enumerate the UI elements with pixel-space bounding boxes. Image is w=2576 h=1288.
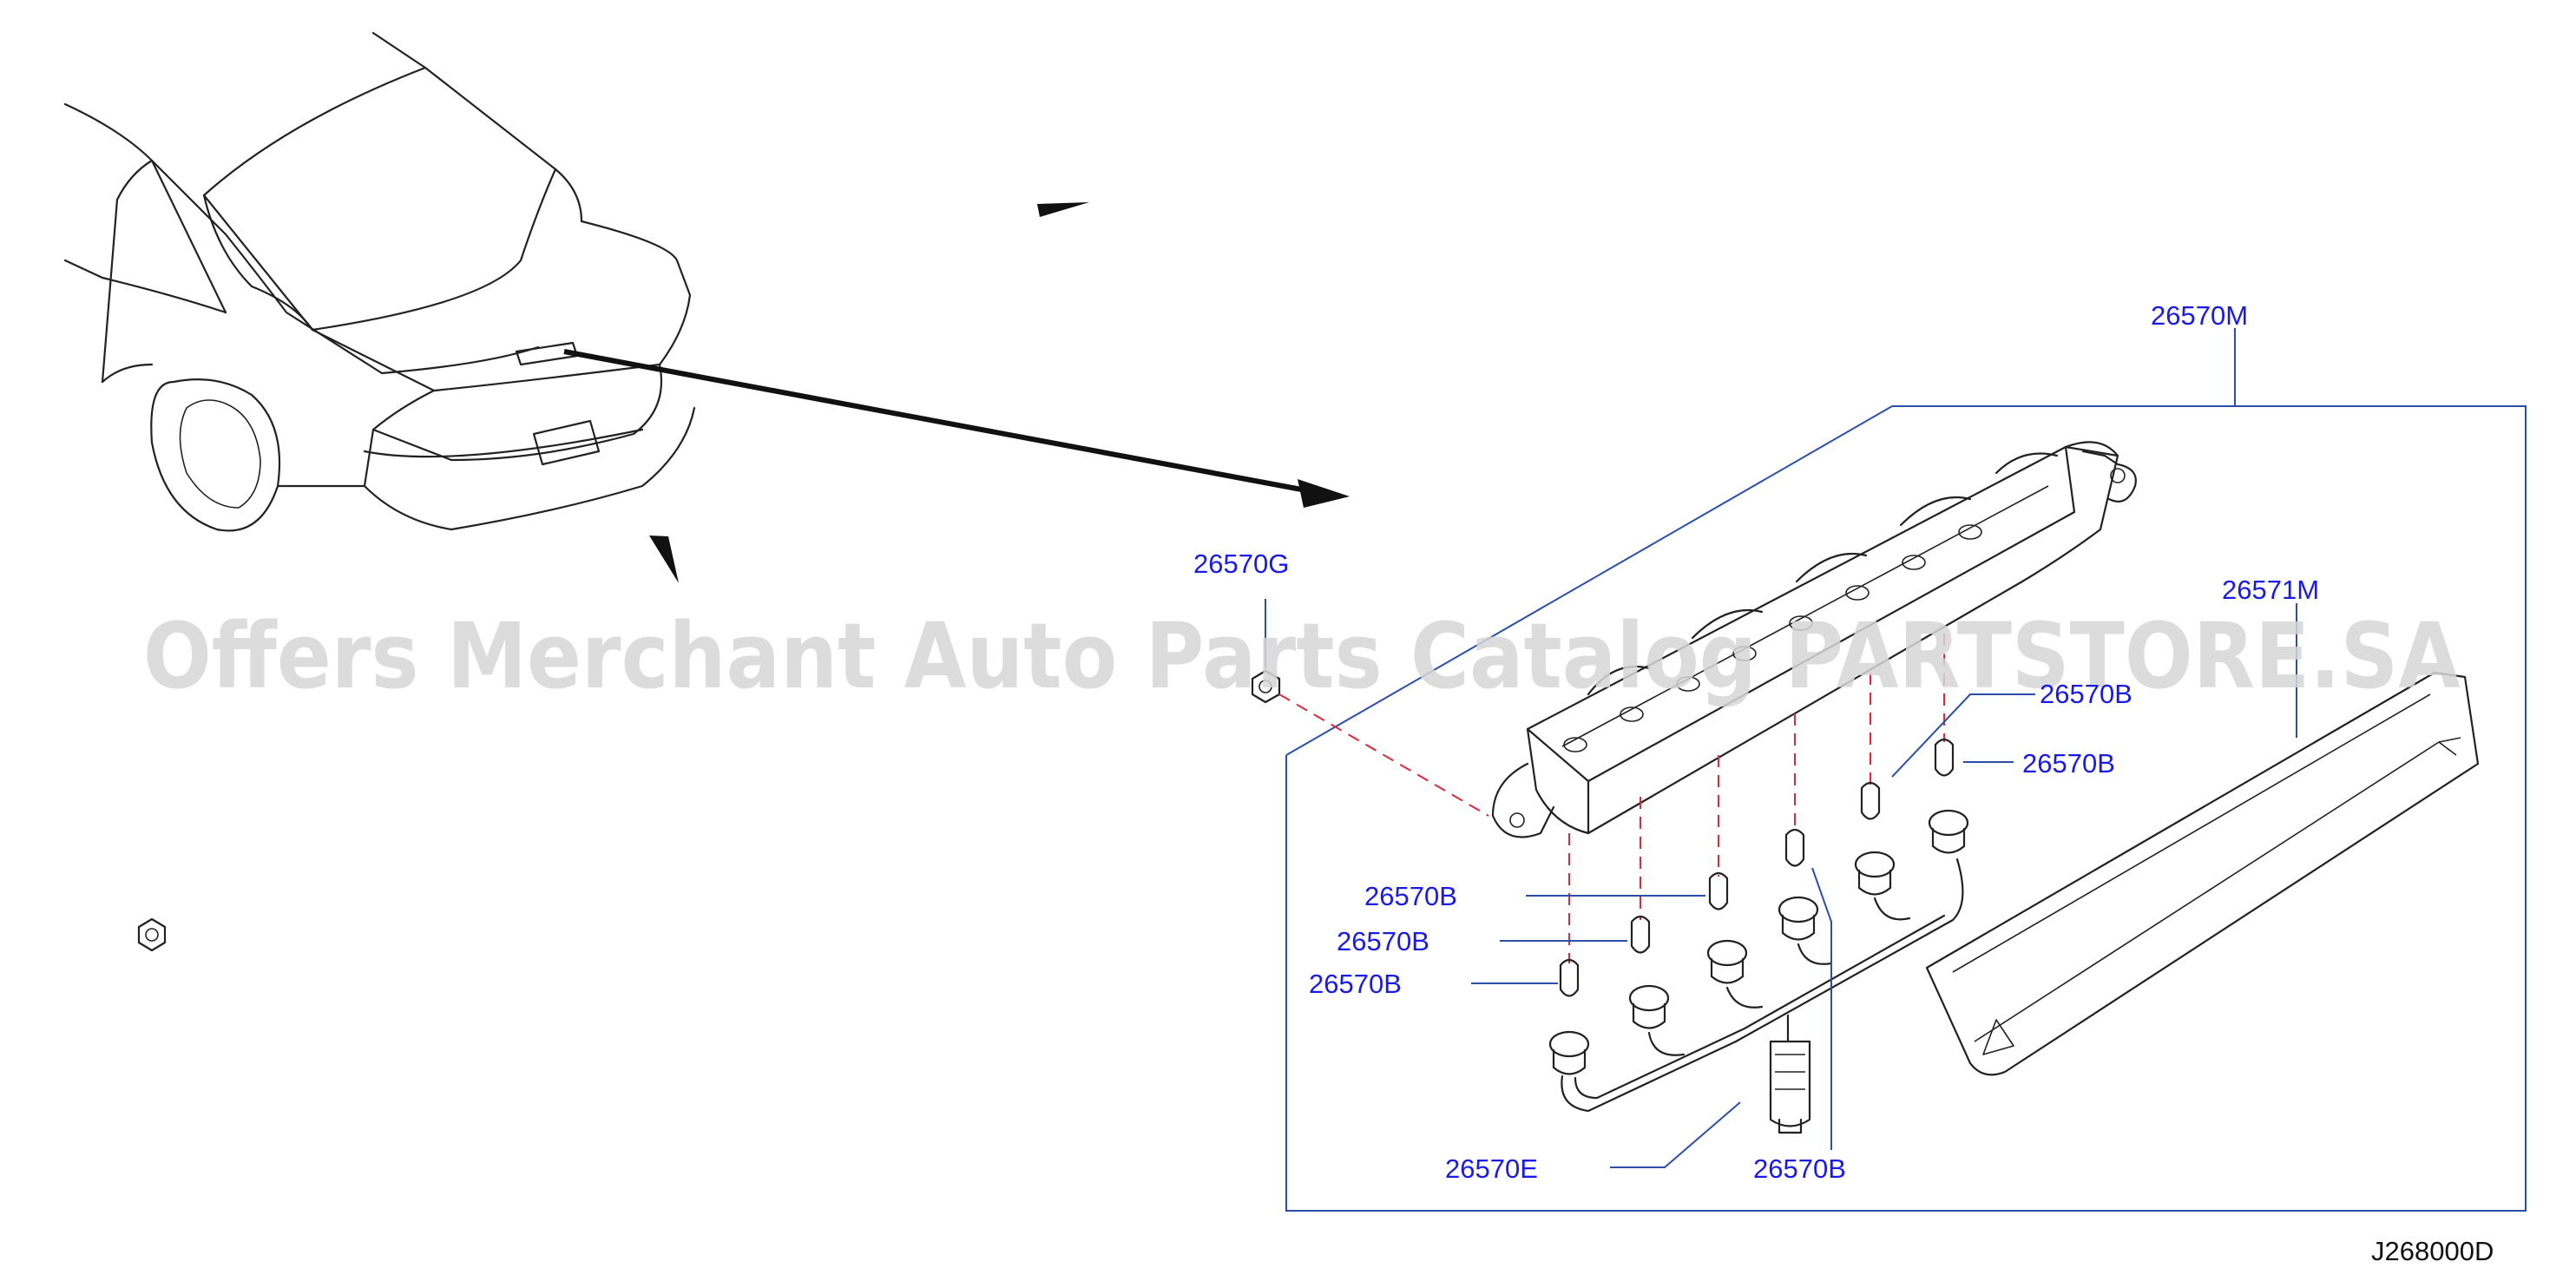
diagram-reference-code: J268000D — [2371, 1236, 2494, 1266]
car-rear-sketch — [63, 31, 696, 532]
callout-labels: 26570M 26571M 26570G 26570B 26570B 26570… — [1193, 300, 2319, 1184]
bulbs — [1559, 738, 1955, 997]
callout-26570E[interactable]: 26570E — [1445, 1153, 1538, 1184]
watermark-text: Offers Merchant Auto Parts Catalog PARTS… — [143, 603, 2461, 709]
callout-26570B-left-2[interactable]: 26570B — [1337, 926, 1429, 956]
callout-26570B-top-right-a[interactable]: 26570B — [2040, 679, 2132, 709]
location-arrow — [563, 349, 1350, 508]
callout-26570G[interactable]: 26570G — [1193, 549, 1289, 579]
callout-26570B-left-3[interactable]: 26570B — [1309, 969, 1402, 999]
lamp-housing — [1491, 441, 2137, 838]
pointer-mark-left — [649, 536, 679, 583]
callout-26570B-left-1[interactable]: 26570B — [1364, 881, 1457, 911]
socket-harness — [1548, 809, 1969, 1134]
callout-26570B-top-right-b[interactable]: 26570B — [2022, 748, 2115, 779]
loose-nut — [137, 917, 167, 952]
alignment-lines — [1278, 634, 1945, 963]
callout-26570B-bottom[interactable]: 26570B — [1753, 1153, 1846, 1184]
pointer-mark-top — [1037, 202, 1089, 217]
callout-26570M[interactable]: 26570M — [2151, 300, 2248, 331]
leader-lines — [1265, 599, 2297, 1168]
callout-26571M[interactable]: 26571M — [2222, 575, 2319, 605]
lens-cover — [1925, 671, 2480, 1076]
assembly-frame — [1285, 328, 2527, 1212]
